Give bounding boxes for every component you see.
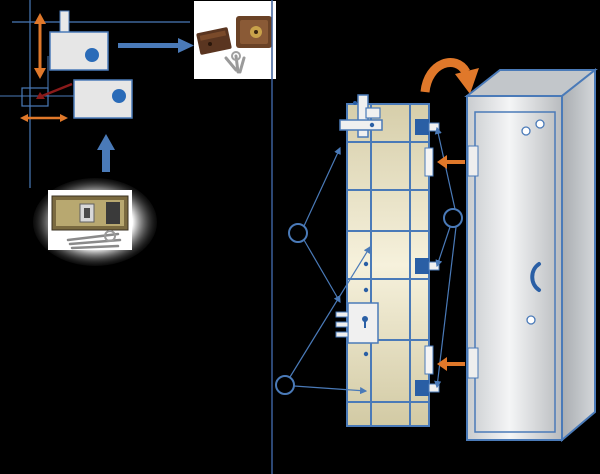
rim-lock-with-keys-photo: [194, 1, 276, 79]
hinge-slot: [424, 147, 434, 177]
door-panel: [335, 94, 440, 427]
bolt-icon: [415, 258, 440, 274]
cabinet-hole: [521, 126, 531, 136]
bolt-icon: [415, 380, 440, 396]
right-arrow-icon: [118, 38, 194, 53]
double-arrow-icon: [437, 357, 465, 371]
latch-bolt-top: [59, 10, 70, 34]
double-arrow-icon: [34, 13, 46, 79]
safe-cabinet: [464, 67, 598, 443]
callout-circle-left-top: [288, 146, 341, 304]
cabinet-front: [466, 95, 563, 441]
cabinet-hinge: [467, 145, 479, 177]
lock-mechanism-photo: [33, 178, 157, 266]
hinge-slot: [424, 345, 434, 375]
curved-arrow-icon: [420, 58, 479, 94]
cabinet-hole: [526, 315, 536, 325]
double-arrow-icon: [437, 155, 465, 169]
handle-icon: [530, 262, 541, 292]
keyhole-icon: [335, 302, 379, 344]
cabinet-hole: [535, 119, 545, 129]
rivet: [363, 351, 369, 357]
cabinet-hinge: [467, 347, 479, 379]
bolt-icon: [415, 119, 440, 135]
dark-red-arrow-icon: [41, 82, 73, 98]
rim-lock-schematic: [0, 0, 194, 188]
cabinet-side: [561, 67, 596, 443]
strike-plate-outline: [21, 87, 49, 107]
callout-circle-left-bottom: [275, 245, 371, 395]
lock-box-lower: [73, 79, 133, 119]
dark-red-arrowhead: [36, 92, 45, 99]
lock-cylinder-upper: [85, 48, 99, 62]
rivet: [363, 287, 369, 293]
rivet: [363, 261, 369, 267]
lock-box-upper: [49, 31, 109, 71]
bolt-icon: [339, 94, 383, 138]
double-arrow-icon: [20, 114, 68, 122]
up-arrow-icon: [97, 134, 115, 172]
lock-cylinder-lower: [112, 89, 126, 103]
callout-circle-right: [434, 126, 463, 389]
cabinet-door-outline: [474, 111, 556, 433]
